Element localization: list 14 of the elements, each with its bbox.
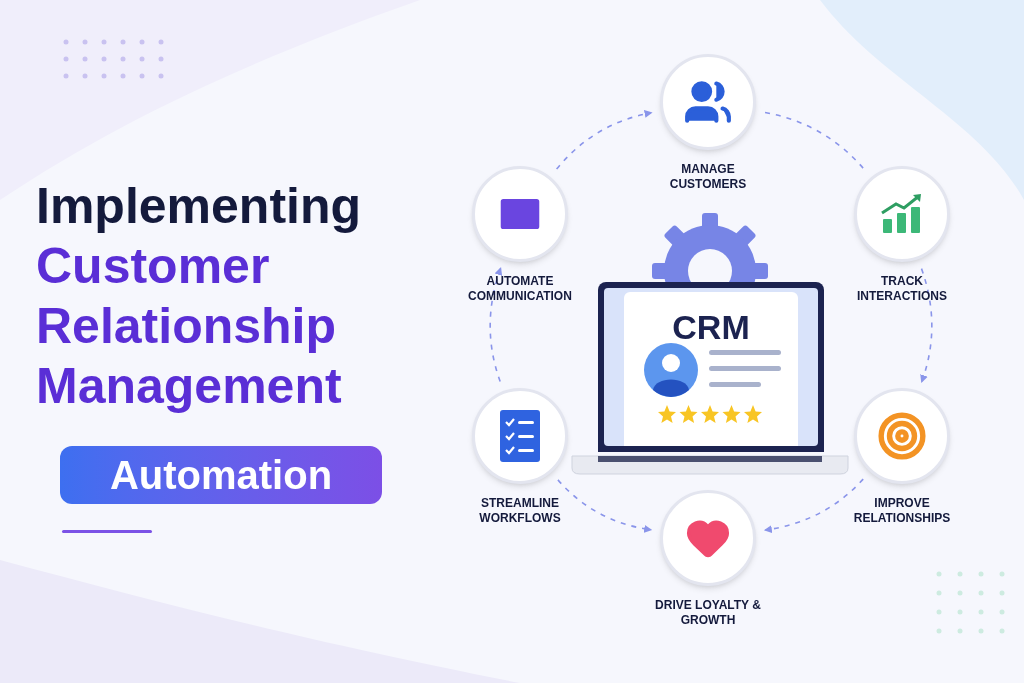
step-label: MANAGE CUSTOMERS [668,162,748,192]
dashed-arrow [489,267,503,383]
subtitle: Customer Relationship Management [36,237,343,416]
step-label: DRIVE LOYALTY & GROWTH [654,598,762,628]
dashed-arrow [763,478,864,533]
step-label: IMPROVE RELATIONSHIPS [852,496,952,526]
automation-badge: Automation [60,446,382,504]
dashed-arrow [920,267,933,383]
crm-heading: CRM [671,307,751,348]
step-label: AUTOMATE COMMUNICATION [467,274,573,304]
step-label: STREAMLINE WORKFLOWS [478,496,562,526]
step-label: TRACK INTERACTIONS [856,274,948,304]
dashed-arrow [557,479,653,533]
title: Implementing [36,177,363,236]
